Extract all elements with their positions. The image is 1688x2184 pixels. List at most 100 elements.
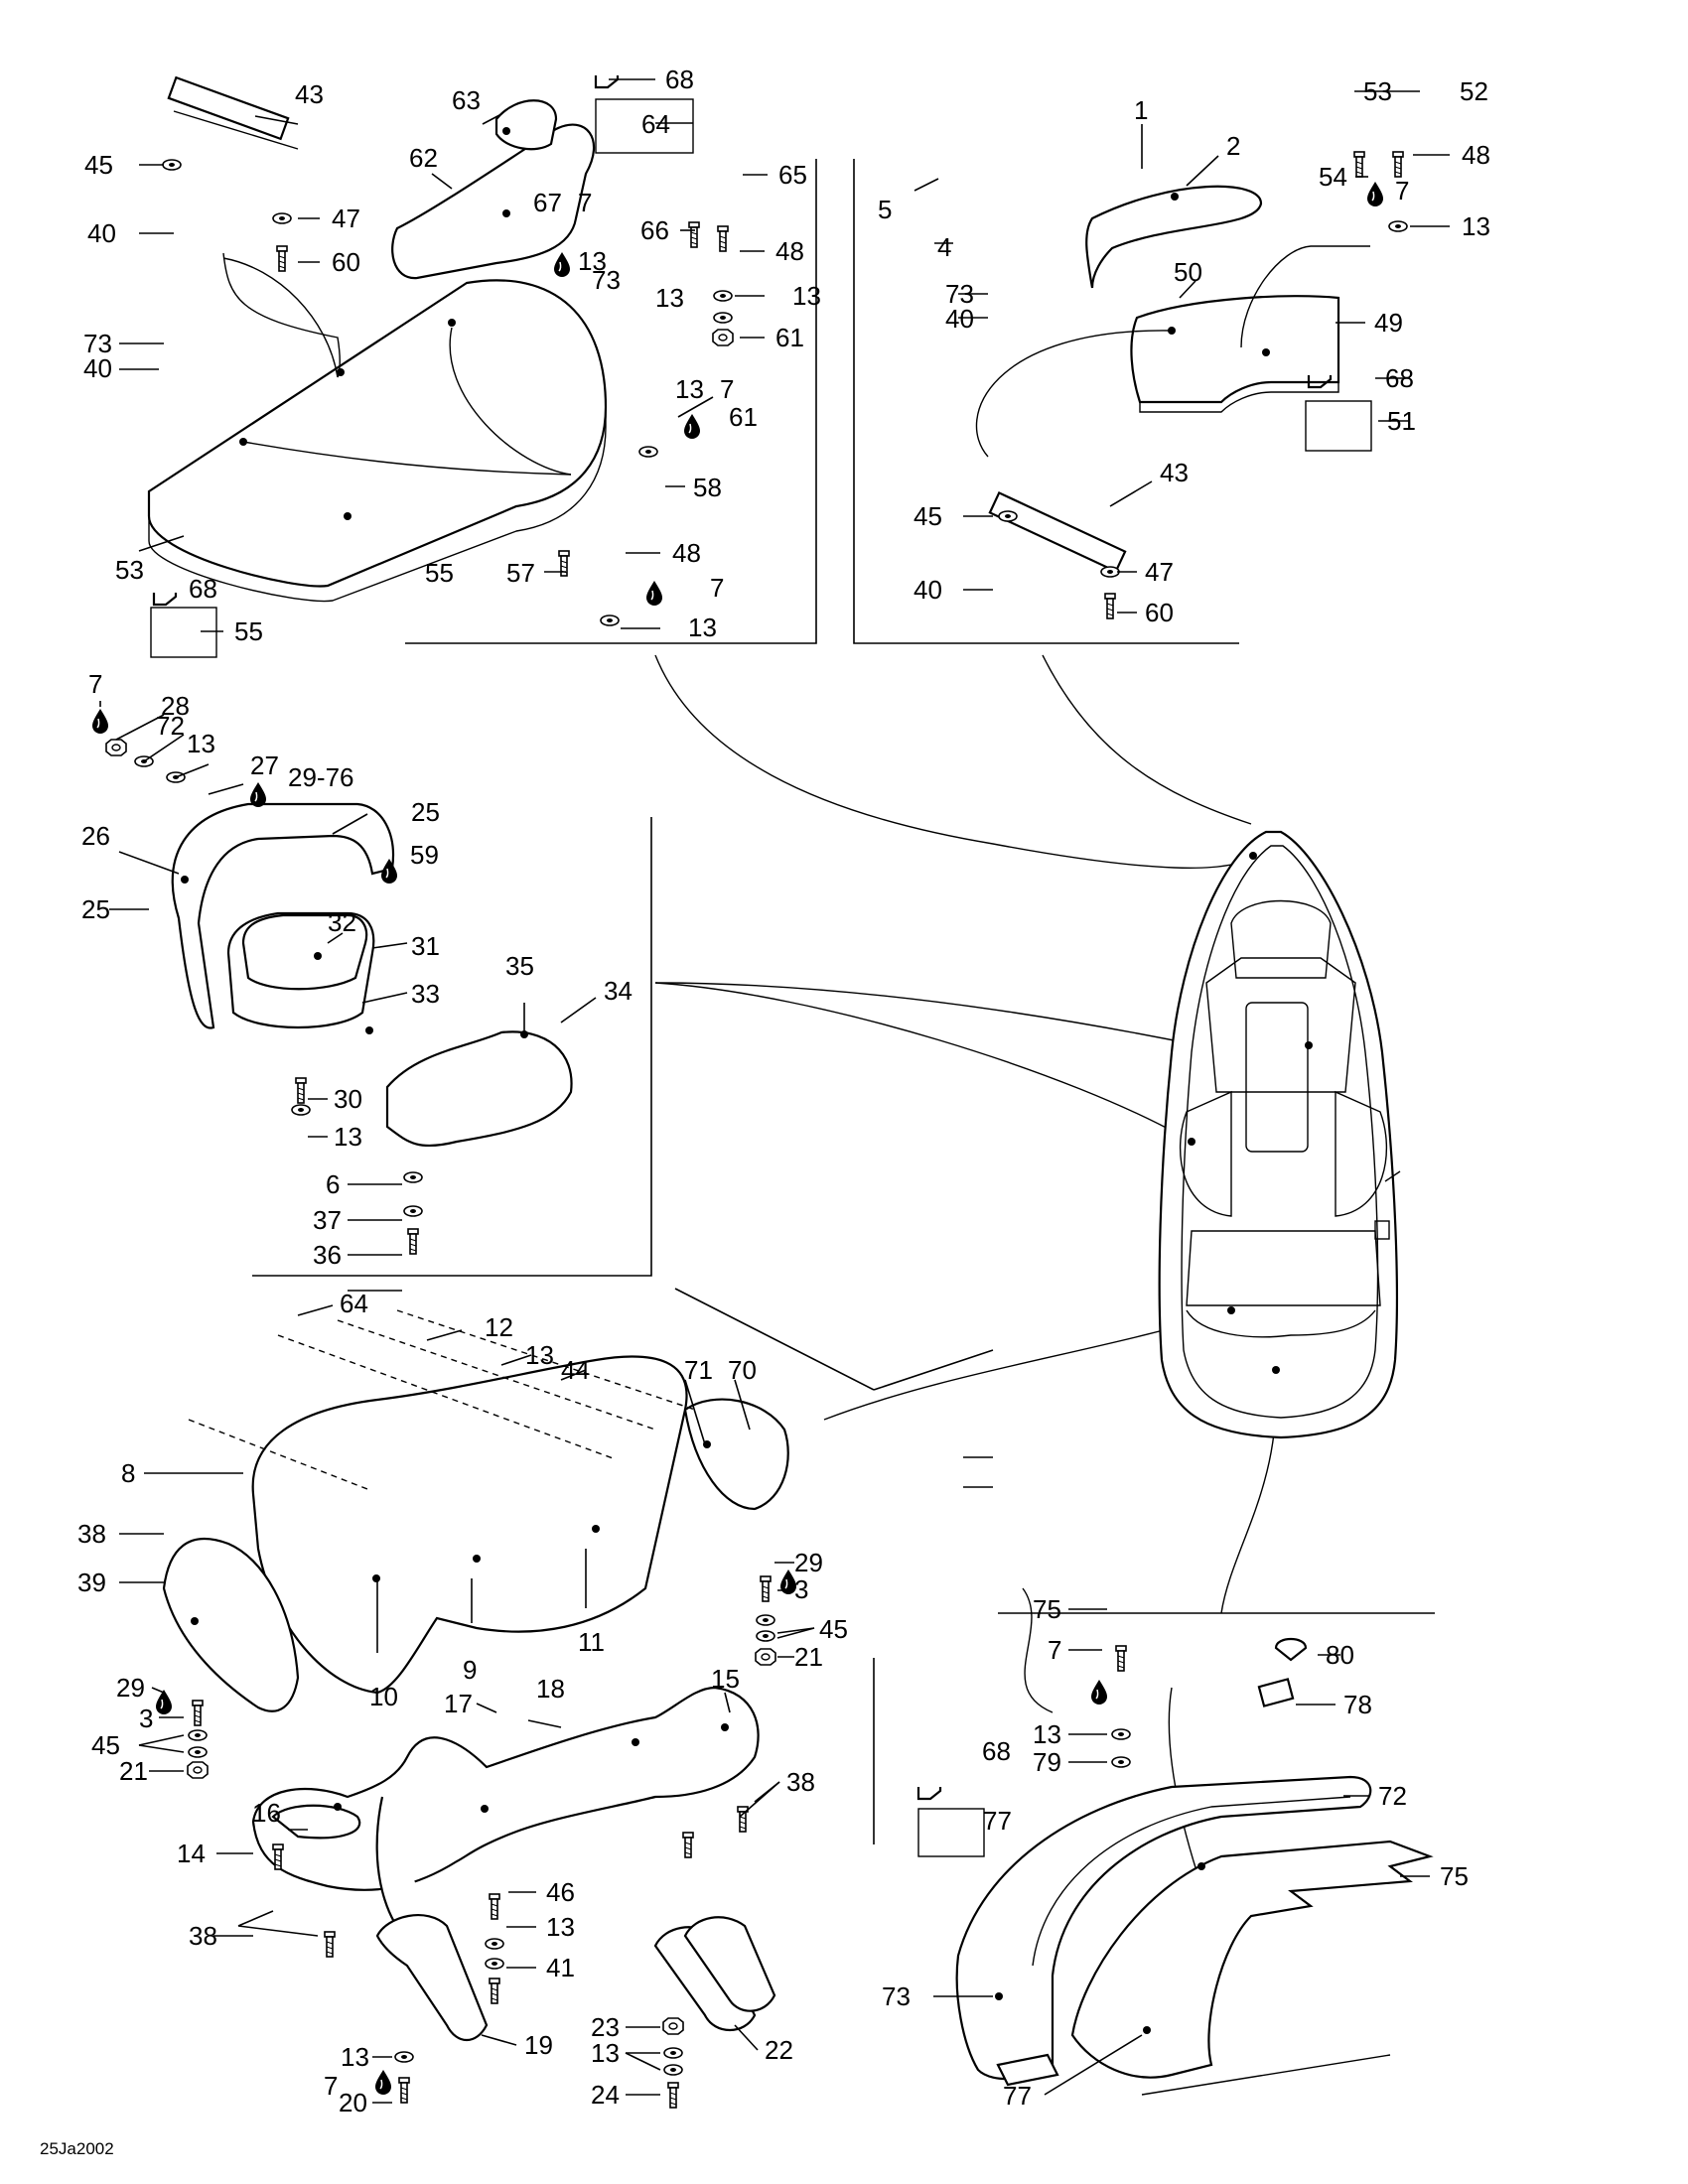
- glue-drop-icon: [645, 580, 663, 607]
- callout: 44: [561, 1355, 590, 1385]
- callout: 58: [693, 473, 722, 502]
- callout: 13: [341, 2042, 369, 2072]
- callout: 13: [1462, 211, 1490, 241]
- callout: 13: [675, 374, 704, 404]
- callout: 33: [411, 979, 440, 1009]
- callout: 3: [139, 1704, 153, 1733]
- decal-icons: [150, 73, 1372, 1857]
- callout: 40: [83, 353, 112, 383]
- callout: 13: [546, 1912, 575, 1942]
- callout: 63: [452, 85, 481, 115]
- callout: 61: [775, 323, 804, 352]
- callout: 78: [1343, 1690, 1372, 1719]
- callout: 31: [411, 931, 440, 961]
- callout: 28: [161, 691, 190, 721]
- callout: 21: [794, 1642, 823, 1672]
- callout: 59: [410, 840, 439, 870]
- main-seat-assembly: [162, 1309, 789, 2041]
- callout: 4: [937, 232, 951, 262]
- callout: 77: [983, 1806, 1012, 1836]
- callout: 46: [546, 1877, 575, 1907]
- callout: 14: [177, 1839, 206, 1868]
- callout: 23: [591, 2012, 620, 2042]
- callout: 32: [328, 907, 356, 937]
- callout-leader-lines: [99, 78, 1450, 2104]
- callout: 13: [187, 729, 215, 758]
- callout: 38: [77, 1519, 106, 1549]
- callout: 7: [324, 2071, 338, 2101]
- callout: 13: [688, 613, 717, 642]
- callout: 25: [81, 894, 110, 924]
- callout: 7: [1395, 176, 1409, 205]
- section-frames: [252, 159, 1435, 1844]
- callout: 55: [425, 558, 454, 588]
- callout: 21: [119, 1756, 148, 1786]
- glue-drop-icon: [553, 251, 571, 278]
- callout: 40: [87, 218, 116, 248]
- callout: 12: [485, 1312, 513, 1342]
- callout: 52: [1460, 76, 1488, 106]
- callout: 13: [792, 281, 821, 311]
- callout: 45: [914, 501, 942, 531]
- glue-drop-icon: [683, 413, 701, 440]
- drawing-code: 25Ja2002: [40, 2139, 114, 2158]
- callout: 40: [945, 304, 974, 334]
- callout: 62: [409, 143, 438, 173]
- glue-drop-icon: [155, 1689, 173, 1715]
- callout: 27: [250, 751, 279, 780]
- front-storage-cover-assembly: [975, 185, 1370, 574]
- callout: 73: [945, 279, 974, 309]
- rear-seat-assembly: [147, 75, 608, 603]
- callout: 3: [794, 1574, 808, 1604]
- callout: 66: [640, 215, 669, 245]
- callout: 65: [778, 160, 807, 190]
- callout: 18: [536, 1674, 565, 1704]
- callout: 47: [332, 204, 360, 233]
- callout: 75: [1440, 1861, 1469, 1891]
- callout: 73: [83, 329, 112, 358]
- callout: 71: [684, 1355, 713, 1385]
- callout: 8: [121, 1458, 135, 1488]
- callout: 70: [728, 1355, 757, 1385]
- callout: 45: [819, 1614, 848, 1644]
- callout: 39: [77, 1568, 106, 1597]
- callout: 60: [1145, 598, 1174, 627]
- callout: 40: [914, 575, 942, 605]
- callout: 57: [506, 558, 535, 588]
- callout: 7: [578, 188, 592, 217]
- callout: 16: [252, 1798, 281, 1828]
- callout: 13: [578, 246, 607, 276]
- callout: 20: [339, 2088, 367, 2117]
- callout: 13: [334, 1122, 362, 1152]
- callout: 80: [1326, 1640, 1354, 1670]
- callout: 43: [1160, 458, 1189, 487]
- callout: 29: [116, 1673, 145, 1703]
- callout: 41: [546, 1953, 575, 1982]
- callout: 36: [313, 1240, 342, 1270]
- callout: 38: [189, 1921, 217, 1951]
- callout: 48: [775, 236, 804, 266]
- callout: 64: [340, 1289, 368, 1318]
- callout: 11: [578, 1627, 605, 1657]
- callout: 48: [672, 538, 701, 568]
- callout: 9: [463, 1655, 477, 1685]
- decal-icon: [152, 591, 178, 607]
- callout: 55: [234, 616, 263, 646]
- decal-icon: [594, 73, 620, 89]
- callout: 30: [334, 1084, 362, 1114]
- callout: 10: [369, 1682, 398, 1711]
- callout: 13: [525, 1340, 554, 1370]
- callout: 77: [1003, 2081, 1032, 2111]
- callout: 53: [115, 555, 144, 585]
- callout: 60: [332, 247, 360, 277]
- callout: 34: [604, 976, 633, 1006]
- callout: 72: [156, 711, 185, 741]
- handle-and-lid-assembly: [171, 802, 573, 1147]
- callout: 68: [189, 574, 217, 604]
- callout: 50: [1174, 257, 1202, 287]
- callout: 51: [1387, 406, 1416, 436]
- callout: 53: [1363, 76, 1392, 106]
- callout: 43: [295, 79, 324, 109]
- glue-drop-icon: [249, 781, 267, 808]
- callout: 47: [1145, 557, 1174, 587]
